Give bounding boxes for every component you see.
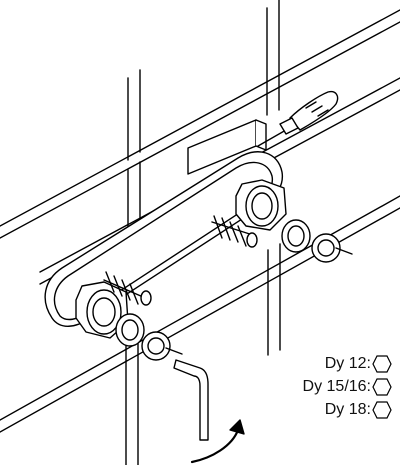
legend-label: Dy 12: xyxy=(324,355,371,372)
hexagon-icon xyxy=(372,354,392,373)
legend-label: Dy 15/16: xyxy=(302,378,371,395)
legend-row-dy18: Dy 18: xyxy=(303,398,392,421)
right-eccentric-connector xyxy=(235,179,287,231)
hex-size-legend: Dy 12: Dy 15/16: Dy 18: xyxy=(303,352,392,421)
left-eccentric-connector xyxy=(75,281,129,339)
mounting-screw-left xyxy=(103,271,152,306)
screwdriver xyxy=(257,90,339,147)
hexagon-icon xyxy=(372,400,392,419)
spirit-level xyxy=(187,119,267,175)
mounting-screw-right xyxy=(211,215,258,248)
legend-row-dy12: Dy 12: xyxy=(303,352,392,375)
legend-label: Dy 18: xyxy=(324,401,371,418)
legend-row-dy15-16: Dy 15/16: xyxy=(303,375,392,398)
hex-key xyxy=(173,359,209,441)
left-rosette xyxy=(115,313,183,361)
right-rosette xyxy=(281,219,353,263)
hexagon-icon xyxy=(372,377,392,396)
rotation-arrow-icon xyxy=(190,419,245,464)
